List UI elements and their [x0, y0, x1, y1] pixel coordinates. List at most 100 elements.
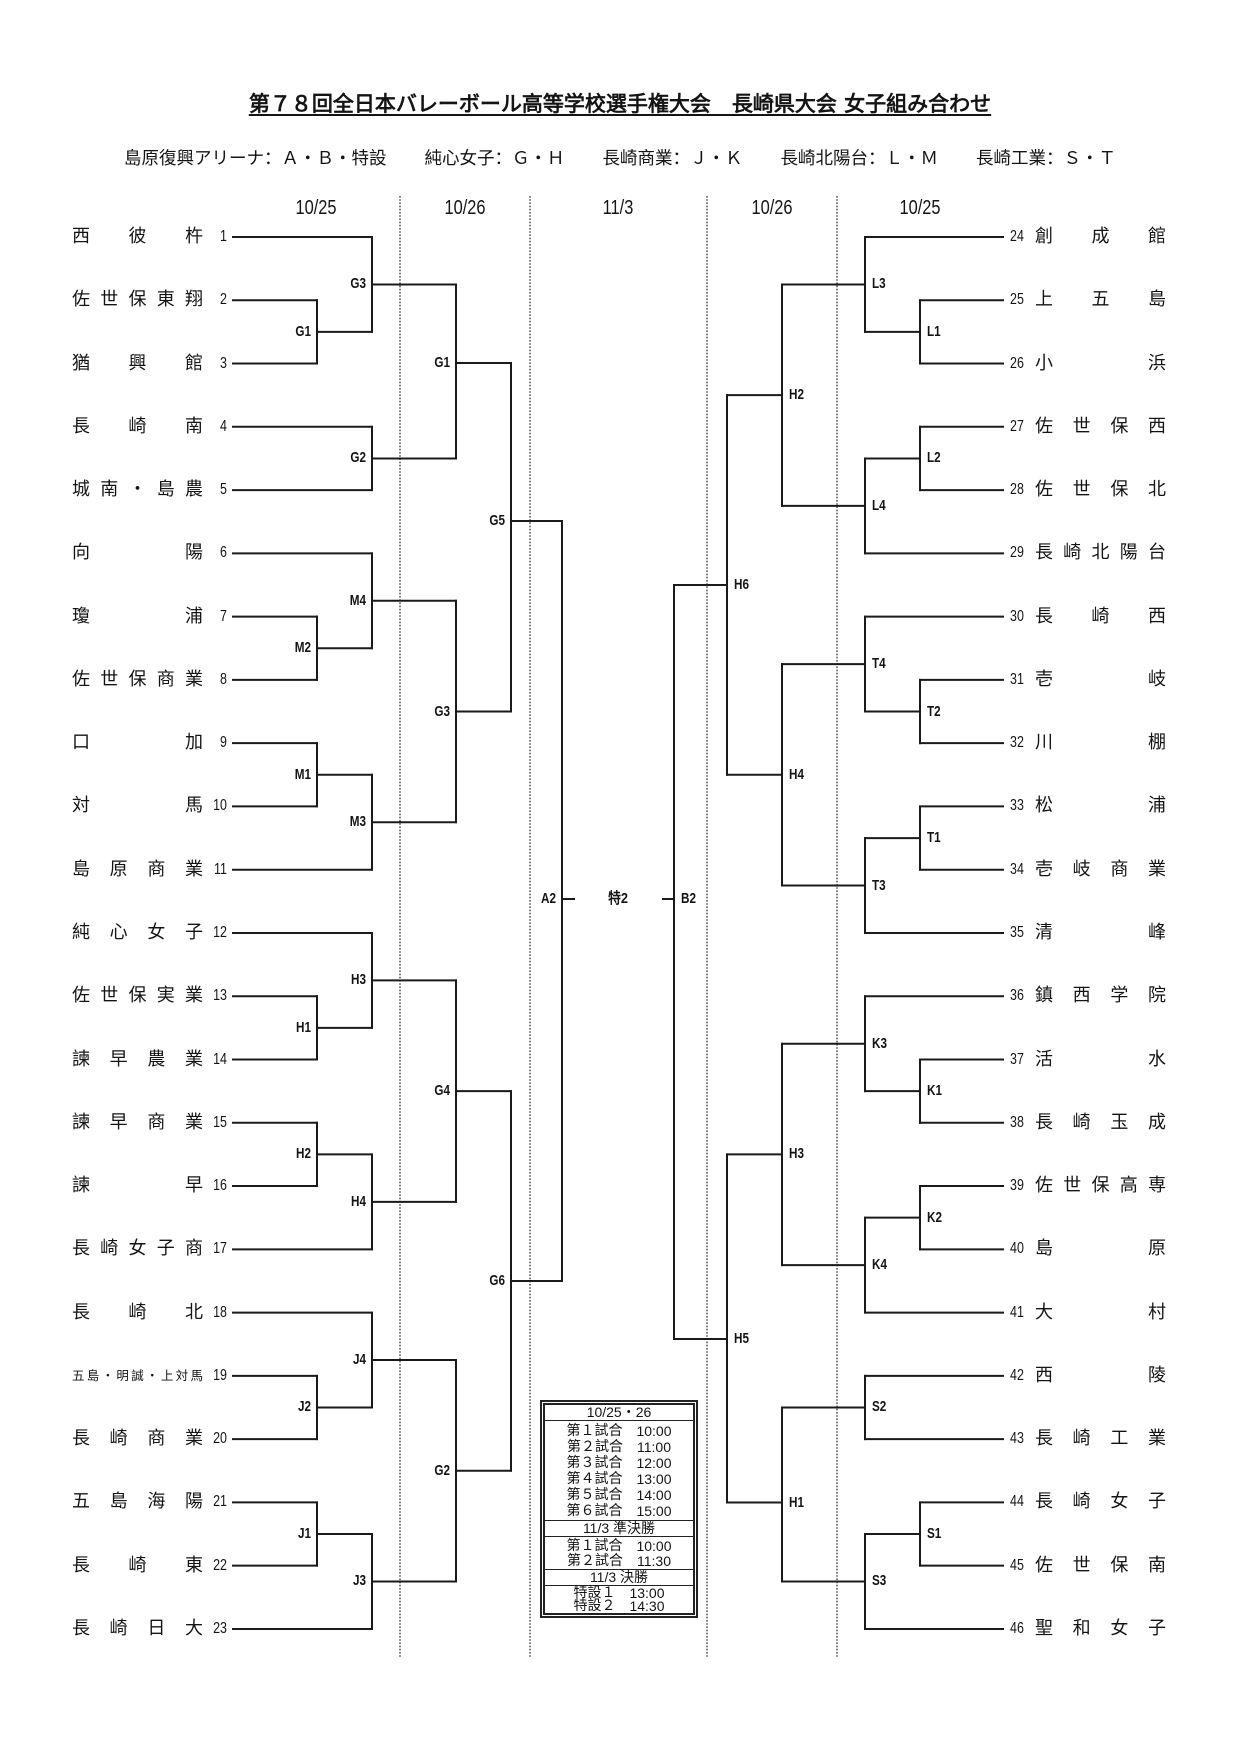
match-label: H2	[296, 1145, 311, 1163]
team-seed-number: 12	[213, 923, 227, 941]
round-date-header: 10/25	[899, 197, 941, 219]
venue-courts: Ａ・Ｂ・特設	[281, 149, 387, 169]
team-seed-number: 15	[213, 1113, 227, 1131]
venue-separator: ：	[1046, 149, 1064, 169]
team-seed-number: 31	[1010, 670, 1024, 688]
match-label: S3	[872, 1572, 887, 1590]
team-seed-number: 24	[1010, 228, 1024, 245]
schedule-row: 特設１ 13:00	[545, 1585, 693, 1601]
team-seed-number: 7	[220, 607, 227, 625]
team-name: 川棚	[1035, 732, 1240, 754]
schedule-game: 第２試合	[567, 1439, 623, 1455]
team-seed-number: 40	[1010, 1240, 1024, 1258]
venue-courts: Ｊ・Ｋ	[690, 149, 743, 169]
team-name: 清峰	[1035, 921, 1240, 943]
team-seed-number: 9	[220, 734, 227, 752]
match-label: H3	[351, 971, 366, 989]
schedule-game: 第１試合	[566, 1538, 623, 1554]
venue-courts: Ｌ・Ｍ	[885, 149, 939, 169]
match-label: T4	[872, 655, 886, 673]
team-name: 長崎商業	[72, 1428, 223, 1450]
match-label: M2	[294, 639, 311, 657]
team-seed-number: 22	[213, 1556, 227, 1574]
match-label: M4	[349, 591, 366, 609]
round-date-header: 10/25	[295, 197, 337, 219]
team-name: 猶興館	[72, 352, 242, 374]
team-seed-number: 16	[213, 1177, 227, 1195]
team-name: 諫早農業	[72, 1048, 223, 1070]
schedule-time: 13:00	[636, 1471, 672, 1487]
team-name: 瓊浦	[72, 605, 298, 627]
team-seed-number: 19	[213, 1366, 227, 1384]
match-label: J1	[297, 1525, 311, 1543]
team-name: 長崎工業	[1035, 1428, 1186, 1450]
team-name: 鎮西学院	[1035, 985, 1186, 1007]
team-seed-number: 36	[1010, 987, 1024, 1005]
match-label: G2	[350, 449, 366, 467]
round-date-header: 10/26	[751, 197, 793, 219]
team-name: 五島・明誠・上対馬	[72, 1367, 206, 1383]
match-label: S1	[927, 1525, 942, 1543]
schedule-time: 10:00	[636, 1538, 672, 1554]
team-seed-number: 37	[1010, 1050, 1024, 1068]
schedule-section-header: 11/3 準決勝	[545, 1520, 693, 1537]
match-label: G4	[434, 1082, 450, 1100]
team-name: 佐世保北	[1035, 479, 1186, 501]
match-label: H4	[789, 765, 804, 783]
team-seed-number: 20	[213, 1430, 227, 1448]
team-name: 佐世保南	[1035, 1554, 1186, 1576]
team-seed-number: 35	[1010, 923, 1024, 941]
team-name: 長崎北	[72, 1301, 242, 1323]
schedule-game: 第１試合	[566, 1423, 623, 1439]
venue-name: 長崎商業	[602, 149, 673, 169]
match-label: G5	[489, 512, 505, 529]
team-name: 長崎女子	[1035, 1491, 1186, 1513]
schedule-time: 13:00	[629, 1585, 665, 1601]
team-seed-number: 41	[1010, 1303, 1024, 1321]
venue-separator: ：	[672, 149, 691, 169]
team-name: 活水	[1035, 1048, 1240, 1070]
team-name: 諫早商業	[72, 1111, 223, 1133]
team-seed-number: 4	[220, 417, 227, 435]
team-name: 長崎玉成	[1035, 1111, 1186, 1133]
schedule-row: 第４試合 13:00	[545, 1471, 693, 1487]
team-seed-number: 26	[1010, 354, 1024, 372]
team-seed-number: 17	[213, 1240, 227, 1258]
match-label: L1	[927, 322, 941, 340]
venue-courts: Ｇ・Ｈ	[512, 149, 565, 169]
schedule-game: 第４試合	[566, 1471, 623, 1487]
schedule-game: 特設１	[573, 1585, 616, 1601]
semifinal-match-label: A2	[541, 890, 556, 907]
team-seed-number: 2	[220, 291, 227, 309]
team-seed-number: 38	[1010, 1113, 1024, 1131]
venue-item: 長崎商業：Ｊ・Ｋ	[603, 148, 743, 170]
team-name: 松浦	[1035, 795, 1240, 817]
venue-separator: ：	[264, 149, 282, 169]
match-label: K1	[927, 1082, 942, 1100]
team-name: 長崎女子商	[72, 1238, 214, 1260]
round-date-header: 10/26	[444, 197, 486, 219]
team-seed-number: 11	[214, 860, 227, 878]
venue-item: 長崎北陽台：Ｌ・Ｍ	[781, 148, 939, 170]
schedule-time: 11:30	[637, 1552, 671, 1569]
team-seed-number: 42	[1010, 1366, 1024, 1384]
team-seed-number: 23	[213, 1619, 227, 1637]
team-name: 上五島	[1035, 289, 1205, 311]
team-name: 諫早	[72, 1175, 298, 1197]
team-seed-number: 1	[220, 228, 227, 245]
match-label: M3	[349, 813, 366, 831]
schedule-game: 第６試合	[566, 1503, 623, 1519]
team-seed-number: 29	[1010, 544, 1024, 562]
team-seed-number: 18	[213, 1303, 227, 1321]
team-seed-number: 25	[1010, 291, 1024, 309]
final-match-label: 特2	[608, 890, 628, 907]
team-name: 西陵	[1035, 1364, 1240, 1386]
venue-name: 純心女子	[424, 149, 495, 169]
match-label: H1	[789, 1493, 804, 1511]
schedule-game: 第３試合	[566, 1455, 623, 1471]
